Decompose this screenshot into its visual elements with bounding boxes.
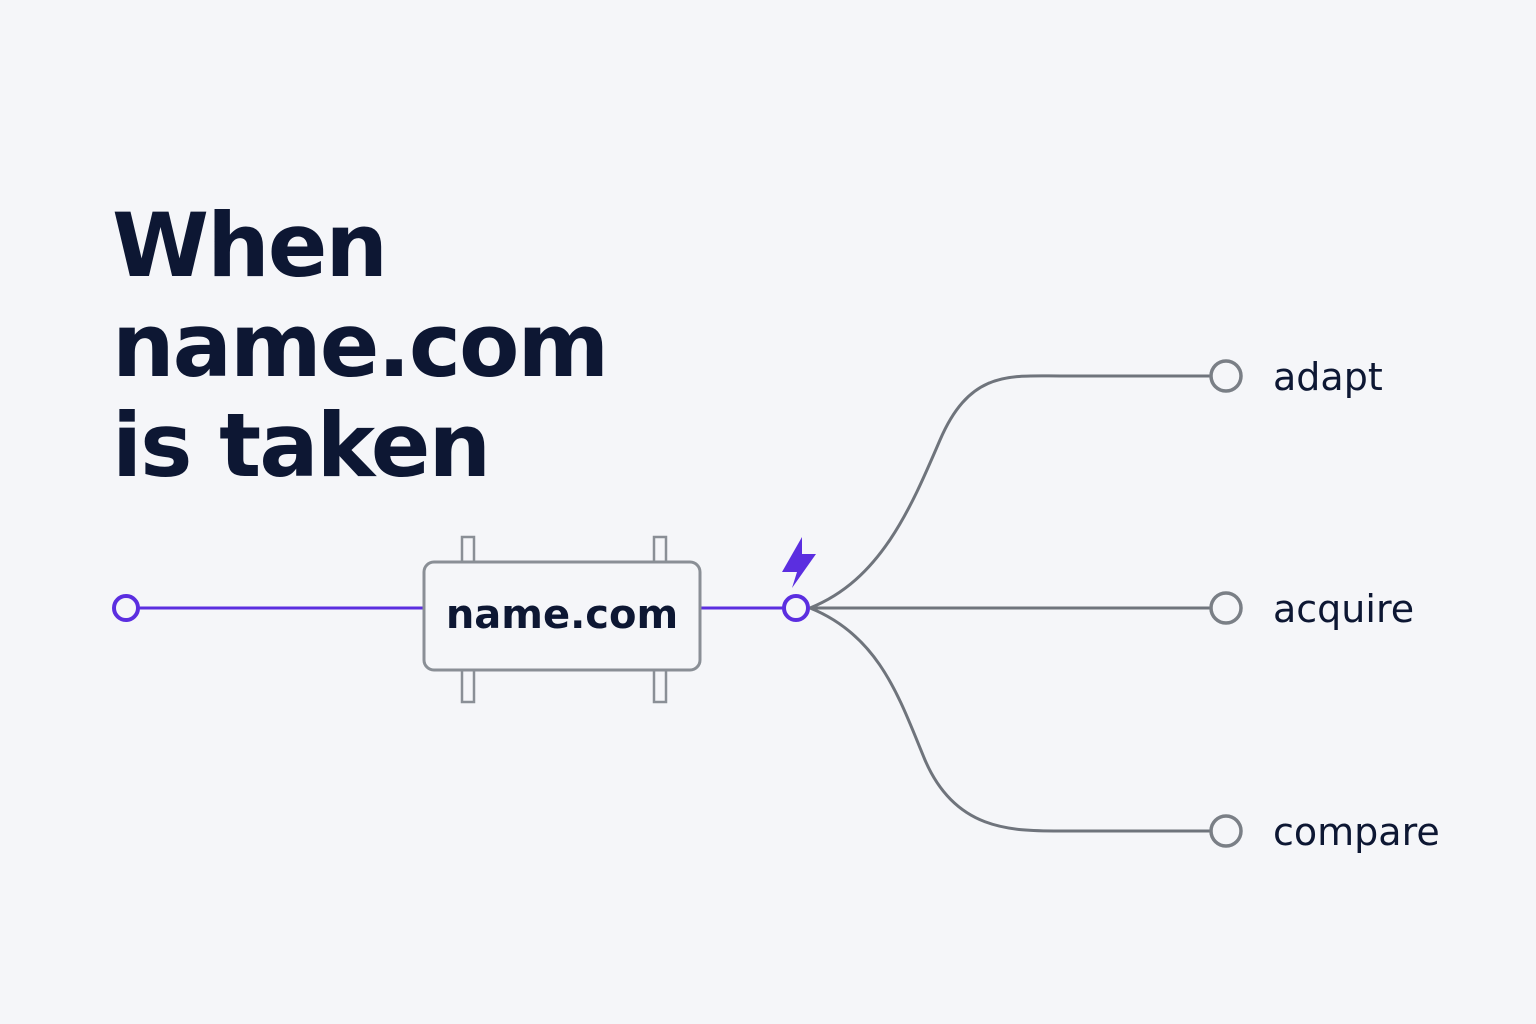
option-label-compare: compare (1273, 810, 1440, 854)
pin-top-right (652, 535, 668, 564)
headline: When name.com is taken (112, 194, 609, 497)
pin-bottom-right (652, 668, 668, 704)
domain-box (422, 560, 702, 672)
branch-line-adapt (809, 374, 1212, 610)
option-node-adapt (1209, 359, 1243, 393)
option-label-adapt: adapt (1273, 355, 1383, 399)
domain-box-label: name.com (446, 592, 678, 638)
split-node (782, 594, 810, 622)
pin-bottom-left (460, 668, 476, 704)
lightning-bolt-icon (782, 537, 816, 588)
option-node-compare (1209, 814, 1243, 848)
headline-line-2: name.com (112, 294, 609, 397)
start-node (112, 594, 140, 622)
headline-line-3: is taken (112, 394, 491, 497)
headline-line-1: When (112, 194, 388, 297)
option-node-acquire (1209, 591, 1243, 625)
branch-line-compare (809, 606, 1212, 833)
option-label-acquire: acquire (1273, 587, 1414, 631)
pin-top-left (460, 535, 476, 564)
